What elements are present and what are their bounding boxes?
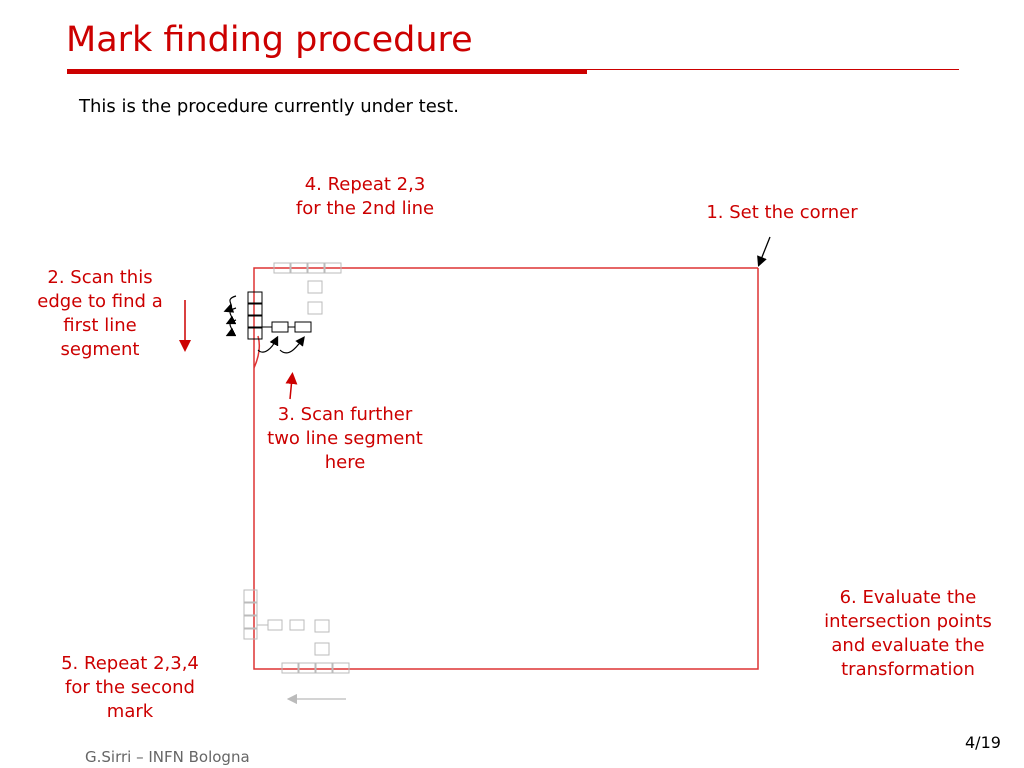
title-underline-thick (67, 69, 587, 74)
page-number: 4/19 (965, 733, 1001, 752)
scan-curls (223, 295, 305, 354)
step1-arrow (757, 236, 771, 267)
mark-frame-lower (253, 268, 759, 670)
title-underline-thin (587, 69, 959, 70)
slide-subtitle: This is the procedure currently under te… (79, 96, 459, 117)
step3-arrow (285, 372, 298, 400)
slide-title: Mark finding procedure (66, 20, 473, 60)
footer-author: G.Sirri – INFN Bologna (85, 748, 250, 766)
step1-label: 1. Set the corner (706, 202, 858, 223)
ghost-boxes-bottom (243, 589, 350, 674)
ghost-boxes-top (273, 262, 342, 315)
mark-frame (253, 267, 758, 369)
active-boxes (247, 291, 312, 340)
